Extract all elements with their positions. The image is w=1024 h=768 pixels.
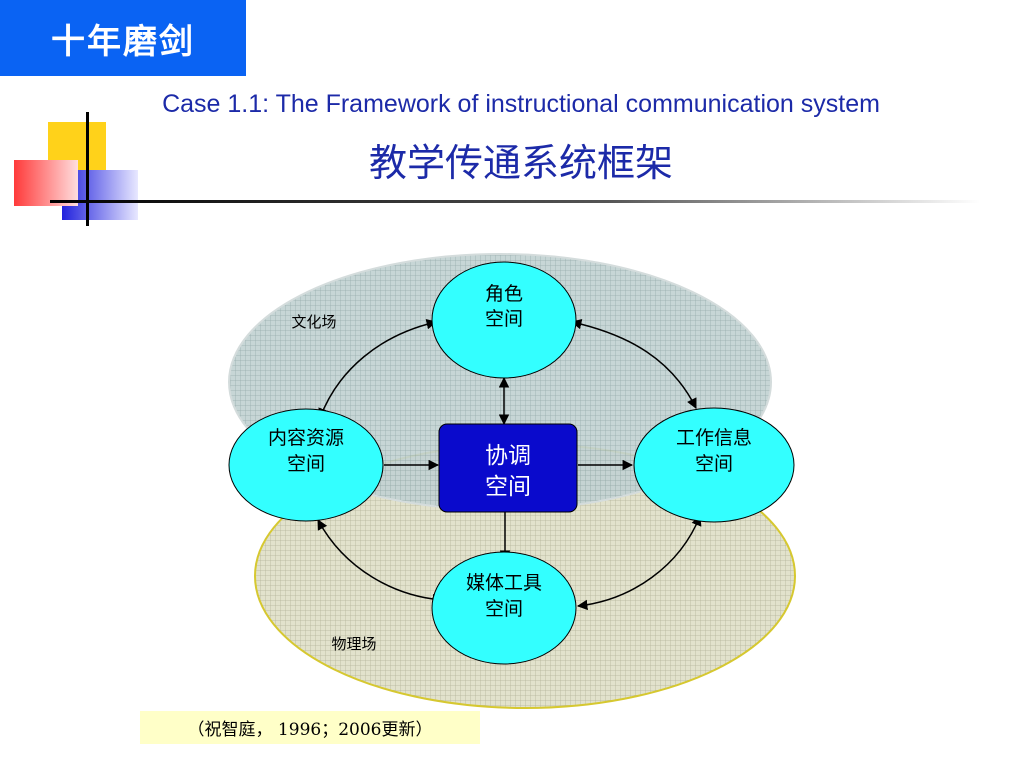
red-square bbox=[14, 160, 78, 206]
title-english: Case 1.1: The Framework of instructional… bbox=[162, 90, 880, 118]
physical-field-label: 物理场 bbox=[331, 635, 376, 653]
citation-footnote: （祝智庭， 1996；2006更新） bbox=[140, 711, 480, 744]
arrow-role-content bbox=[318, 319, 438, 419]
arrow-role-work bbox=[570, 318, 697, 409]
node-content-line2: 空间 bbox=[287, 453, 325, 475]
node-coordination-line2: 空间 bbox=[485, 474, 531, 500]
node-work-line2: 空间 bbox=[695, 453, 733, 475]
node-coordination: 协调 空间 bbox=[438, 423, 578, 513]
vertical-line bbox=[86, 112, 89, 226]
node-media-line2: 空间 bbox=[485, 598, 523, 620]
node-work: 工作信息 空间 bbox=[633, 407, 795, 523]
node-role: 角色 空间 bbox=[431, 261, 577, 379]
culture-field-label: 文化场 bbox=[291, 313, 336, 331]
title-badge: 十年磨剑 bbox=[0, 0, 246, 76]
horizontal-rule bbox=[50, 200, 980, 203]
title-chinese: 教学传通系统框架 bbox=[368, 141, 673, 185]
node-role-line1: 角色 bbox=[485, 283, 523, 305]
decorative-squares bbox=[14, 112, 980, 226]
node-work-line1: 工作信息 bbox=[676, 427, 752, 449]
arrow-work-media bbox=[576, 515, 702, 611]
node-content: 内容资源 空间 bbox=[228, 408, 384, 522]
node-role-line2: 空间 bbox=[485, 308, 523, 330]
node-media-line1: 媒体工具 bbox=[466, 572, 542, 594]
arrow-content-media bbox=[317, 519, 444, 605]
node-coordination-line1: 协调 bbox=[485, 443, 531, 469]
node-content-line1: 内容资源 bbox=[268, 427, 344, 449]
node-media: 媒体工具 空间 bbox=[431, 551, 577, 665]
